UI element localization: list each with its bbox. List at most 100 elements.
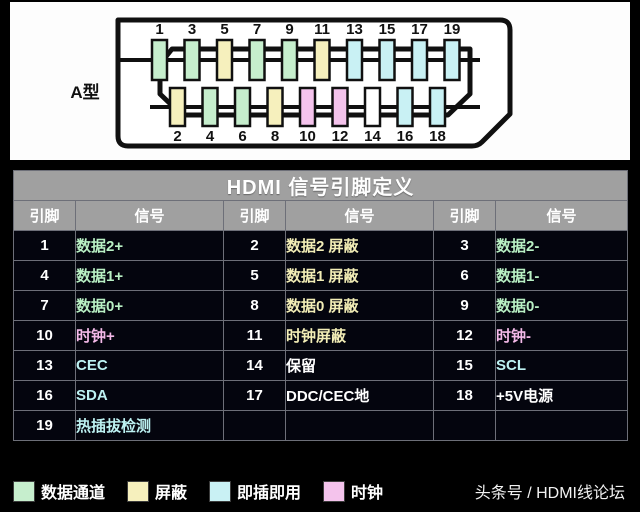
pin-number-cell-3: 3 bbox=[433, 230, 496, 261]
signal-cell-19: 热插拔检测 bbox=[75, 410, 224, 441]
signal-cell-13: CEC bbox=[75, 350, 224, 381]
connector-pin-label-5: 5 bbox=[220, 21, 228, 38]
signal-cell-17: DDC/CEC地 bbox=[285, 380, 434, 411]
signal-cell-empty bbox=[494, 410, 629, 441]
pin-number-cell-11: 11 bbox=[223, 320, 286, 351]
legend: 数据通道 屏蔽 即插即用 时钟 头条号 / HDMI线论坛 bbox=[13, 476, 627, 506]
signal-cell-9: 数据0- bbox=[494, 290, 629, 321]
signal-cell-16: SDA bbox=[75, 380, 224, 411]
connector-pin-2 bbox=[168, 86, 187, 128]
signal-cell-14: 保留 bbox=[285, 350, 434, 381]
table-col-header-2: 信号 bbox=[75, 200, 224, 231]
connector-pin-label-1: 1 bbox=[155, 21, 163, 38]
signal-cell-1: 数据2+ bbox=[75, 230, 224, 261]
connector-pin-label-8: 8 bbox=[271, 128, 279, 145]
connector-pin-7 bbox=[248, 38, 266, 82]
signal-cell-10: 时钟+ bbox=[75, 320, 224, 351]
legend-item-2: 屏蔽 bbox=[127, 479, 187, 503]
pin-number-cell-14: 14 bbox=[223, 350, 286, 381]
connector-pin-label-17: 17 bbox=[411, 21, 428, 38]
connector-pin-label-10: 10 bbox=[299, 128, 316, 145]
connector-pin-17 bbox=[410, 38, 429, 82]
pin-number-cell-19: 19 bbox=[13, 410, 76, 441]
connector-pin-label-18: 18 bbox=[429, 128, 446, 145]
legend-item-4: 时钟 bbox=[323, 479, 383, 503]
table-title: HDMI 信号引脚定义 bbox=[12, 170, 629, 201]
connector-pin-6 bbox=[233, 86, 252, 128]
pin-number-cell-16: 16 bbox=[13, 380, 76, 411]
pin-number-cell-2: 2 bbox=[223, 230, 286, 261]
connector-pin-8 bbox=[266, 86, 284, 128]
pin-number-cell-4: 4 bbox=[13, 260, 76, 291]
pin-number-cell-7: 7 bbox=[13, 290, 76, 321]
pin-number-cell-15: 15 bbox=[433, 350, 496, 381]
table-col-header-4: 信号 bbox=[285, 200, 434, 231]
connector-pin-label-2: 2 bbox=[173, 128, 181, 145]
legend-item-3: 即插即用 bbox=[209, 479, 301, 503]
legend-swatch-icon bbox=[127, 480, 150, 502]
connector-pin-label-14: 14 bbox=[364, 128, 381, 145]
table-col-header-6: 信号 bbox=[494, 200, 629, 231]
signal-cell-2: 数据2 屏蔽 bbox=[285, 230, 434, 261]
connector-pin-5 bbox=[215, 38, 234, 82]
table-header-row: 引脚信号引脚信号引脚信号 bbox=[13, 200, 629, 231]
signal-cell-3: 数据2- bbox=[494, 230, 629, 261]
signal-cell-5: 数据1 屏蔽 bbox=[285, 260, 434, 291]
connector-pin-12 bbox=[331, 86, 349, 128]
pin-number-cell-1: 1 bbox=[13, 230, 76, 261]
pin-number-cell-6: 6 bbox=[433, 260, 496, 291]
pin-number-cell-18: 18 bbox=[433, 380, 496, 411]
pin-number-cell-12: 12 bbox=[433, 320, 496, 351]
connector-pin-label-13: 13 bbox=[346, 21, 363, 38]
connector-pin-label-6: 6 bbox=[238, 128, 246, 145]
signal-cell-18: +5V电源 bbox=[494, 380, 629, 411]
legend-label: 即插即用 bbox=[237, 485, 302, 502]
table-col-header-5: 引脚 bbox=[433, 200, 496, 231]
pin-number-cell-8: 8 bbox=[223, 290, 286, 321]
pin-number-cell-17: 17 bbox=[223, 380, 286, 411]
connector-pin-label-15: 15 bbox=[379, 21, 396, 38]
legend-label: 屏蔽 bbox=[155, 485, 188, 502]
connector-pin-19 bbox=[443, 38, 461, 82]
signal-cell-12: 时钟- bbox=[494, 320, 629, 351]
legend-label: 时钟 bbox=[351, 485, 384, 502]
credit-text: 头条号 / HDMI线论坛 bbox=[474, 485, 625, 502]
connector-pin-18 bbox=[428, 86, 447, 128]
signal-cell-empty bbox=[285, 410, 434, 441]
signal-cell-6: 数据1- bbox=[494, 260, 629, 291]
signal-cell-15: SCL bbox=[494, 350, 629, 381]
connector-pin-label-19: 19 bbox=[444, 21, 461, 38]
connector-pin-label-3: 3 bbox=[188, 21, 196, 38]
connector-pin-4 bbox=[201, 86, 219, 128]
connector-pin-15 bbox=[378, 38, 396, 82]
connector-pin-1 bbox=[150, 38, 169, 82]
connector-pin-10 bbox=[298, 86, 317, 128]
connector-pin-label-16: 16 bbox=[397, 128, 414, 145]
connector-pin-13 bbox=[345, 38, 364, 82]
table-col-header-1: 引脚 bbox=[13, 200, 76, 231]
signal-cell-4: 数据1+ bbox=[75, 260, 224, 291]
table-title-row: HDMI 信号引脚定义 bbox=[12, 170, 629, 201]
legend-label: 数据通道 bbox=[41, 485, 106, 502]
connector-pin-label-4: 4 bbox=[206, 128, 215, 145]
signal-cell-7: 数据0+ bbox=[75, 290, 224, 321]
legend-swatch-icon bbox=[323, 480, 346, 502]
pin-number-cell-empty bbox=[433, 410, 496, 441]
connector-pin-9 bbox=[280, 38, 299, 82]
pin-number-cell-10: 10 bbox=[13, 320, 76, 351]
table-col-header-3: 引脚 bbox=[223, 200, 286, 231]
connector-type-label: A型 bbox=[70, 82, 99, 102]
